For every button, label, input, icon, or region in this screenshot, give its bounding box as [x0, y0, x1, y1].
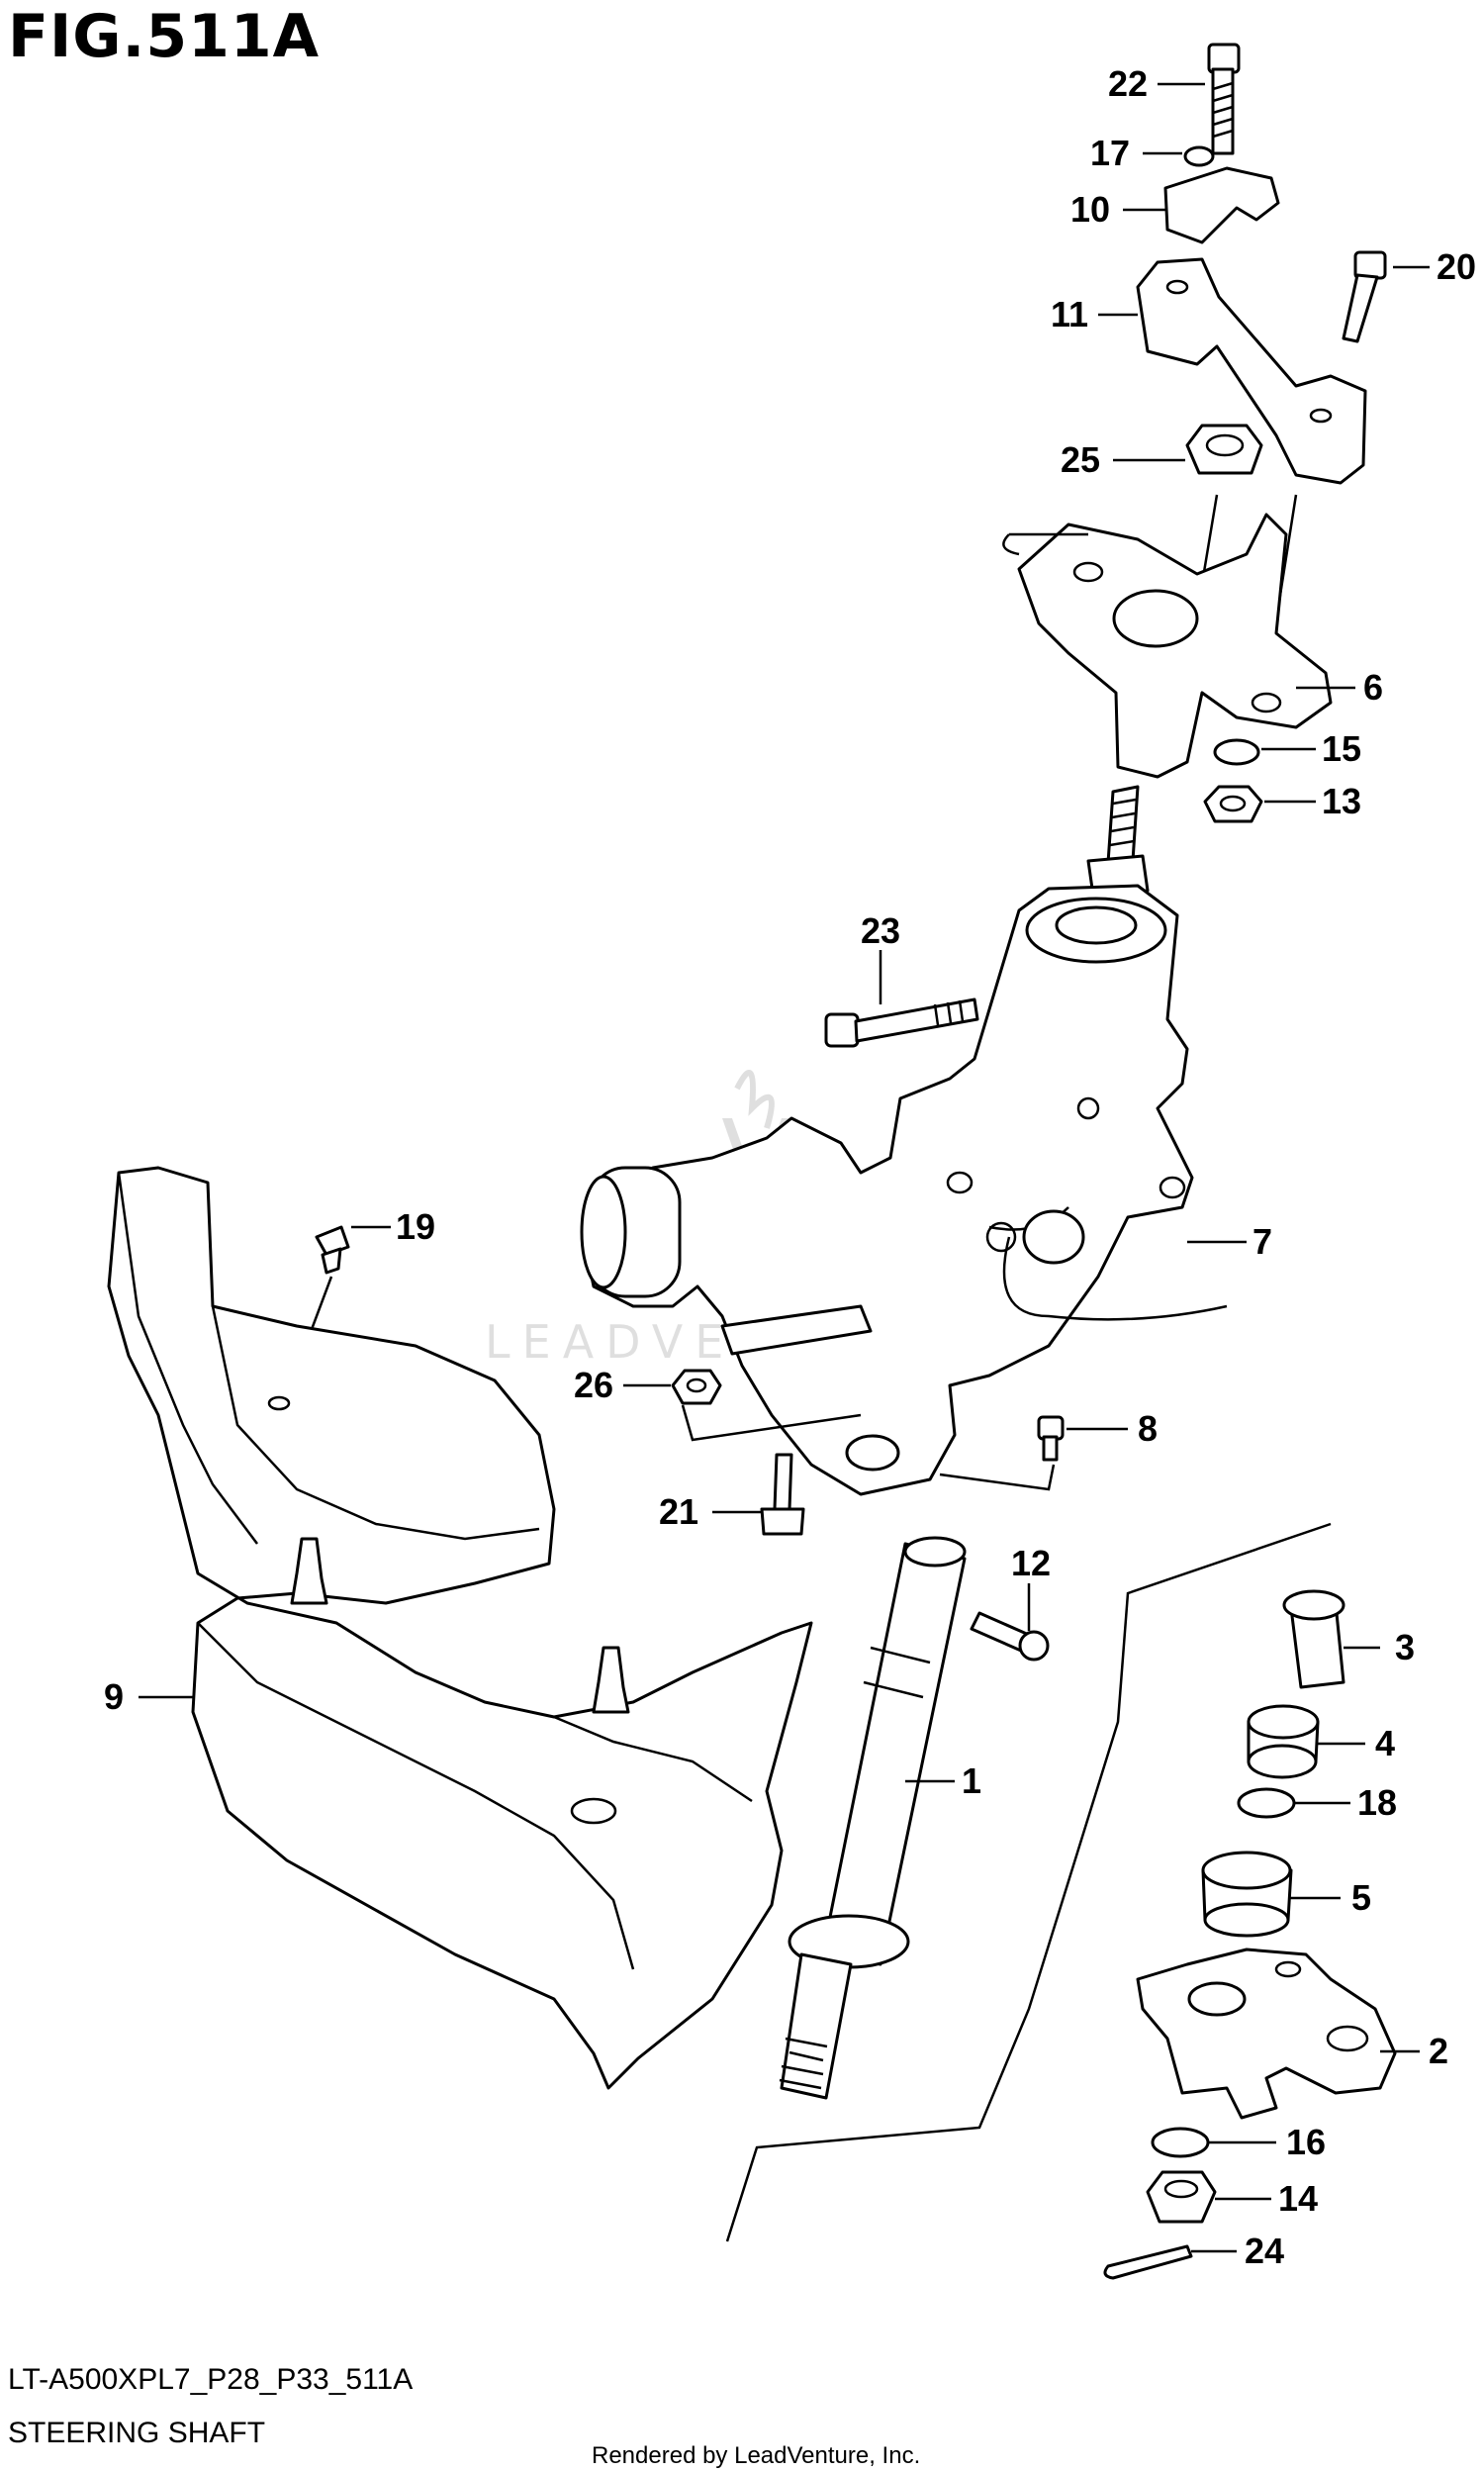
callout-7: 7 — [1252, 1221, 1272, 1262]
callout-16: 16 — [1286, 2122, 1326, 2162]
callout-19: 19 — [396, 1206, 435, 1247]
part-21-bolt[interactable] — [760, 1453, 805, 1536]
callout-9: 9 — [104, 1676, 124, 1717]
callout-22: 22 — [1108, 63, 1148, 104]
callout-13: 13 — [1322, 781, 1361, 821]
callout-17: 17 — [1090, 133, 1130, 173]
part-15-washer[interactable] — [1213, 738, 1260, 766]
part-13-nut[interactable] — [1203, 785, 1263, 823]
callout-11: 11 — [1051, 294, 1088, 334]
callout-8: 8 — [1138, 1408, 1158, 1449]
callout-4: 4 — [1375, 1723, 1395, 1763]
callout-12: 12 — [1011, 1543, 1051, 1583]
exploded-group-outline — [725, 1522, 1332, 2242]
part-1-steering-shaft[interactable] — [779, 1536, 967, 2100]
part-12-bolt[interactable] — [970, 1611, 1050, 1662]
callout-18: 18 — [1357, 1782, 1397, 1823]
callout-23: 23 — [861, 910, 900, 951]
part-24-cotter-pin[interactable] — [1103, 2244, 1193, 2280]
part-16-washer[interactable] — [1151, 2127, 1210, 2158]
part-11-handlebar-holder[interactable] — [1136, 257, 1367, 485]
callout-24: 24 — [1245, 2231, 1284, 2271]
part-10-handlebar-clamp[interactable] — [1163, 166, 1280, 244]
part-19-clip[interactable] — [315, 1225, 350, 1275]
part-4-seal[interactable] — [1247, 1704, 1320, 1779]
figure-title: FIG.511A — [8, 2, 321, 71]
render-credit: Rendered by LeadVenture, Inc. — [592, 2442, 921, 2469]
figure-code: LT-A500XPL7_P28_P33_511A — [8, 2363, 414, 2396]
callout-15: 15 — [1322, 728, 1361, 769]
part-17-washer[interactable] — [1183, 145, 1215, 167]
leader-lines — [139, 82, 1430, 2253]
figure-name: STEERING SHAFT — [8, 2417, 266, 2449]
part-3-bushing[interactable] — [1282, 1589, 1345, 1689]
callout-26: 26 — [574, 1365, 613, 1405]
part-25-nut[interactable] — [1185, 424, 1263, 475]
callout-6: 6 — [1363, 667, 1383, 708]
part-2-steering-arm[interactable] — [1136, 1948, 1397, 2120]
callout-14: 14 — [1278, 2178, 1318, 2219]
callout-5: 5 — [1351, 1877, 1371, 1918]
part-23-bolt[interactable] — [824, 998, 979, 1048]
part-20-bolt[interactable] — [1342, 250, 1387, 343]
part-22-bolt[interactable] — [1207, 43, 1241, 155]
callout-10: 10 — [1070, 189, 1110, 230]
part-26-nut[interactable] — [671, 1369, 722, 1405]
part-6-steering-post[interactable] — [1002, 513, 1333, 779]
part-8-bolt[interactable] — [1037, 1415, 1065, 1462]
part-7-power-steering-unit[interactable] — [580, 884, 1228, 1496]
shaft-top-spline — [1086, 785, 1150, 898]
callout-20: 20 — [1437, 246, 1476, 287]
callout-25: 25 — [1061, 439, 1100, 480]
part-18-o-ring[interactable] — [1237, 1787, 1296, 1819]
part-14-nut[interactable] — [1146, 2170, 1217, 2224]
callout-2: 2 — [1429, 2031, 1448, 2071]
callout-21: 21 — [659, 1491, 698, 1532]
callout-3: 3 — [1395, 1627, 1415, 1667]
part-5-bushing[interactable] — [1201, 1851, 1293, 1938]
part-9-steering-cover[interactable] — [107, 1166, 813, 2090]
callout-labels: 22 17 10 20 11 25 6 15 13 23 19 7 26 8 2… — [104, 63, 1476, 2271]
callout-1: 1 — [962, 1760, 981, 1801]
